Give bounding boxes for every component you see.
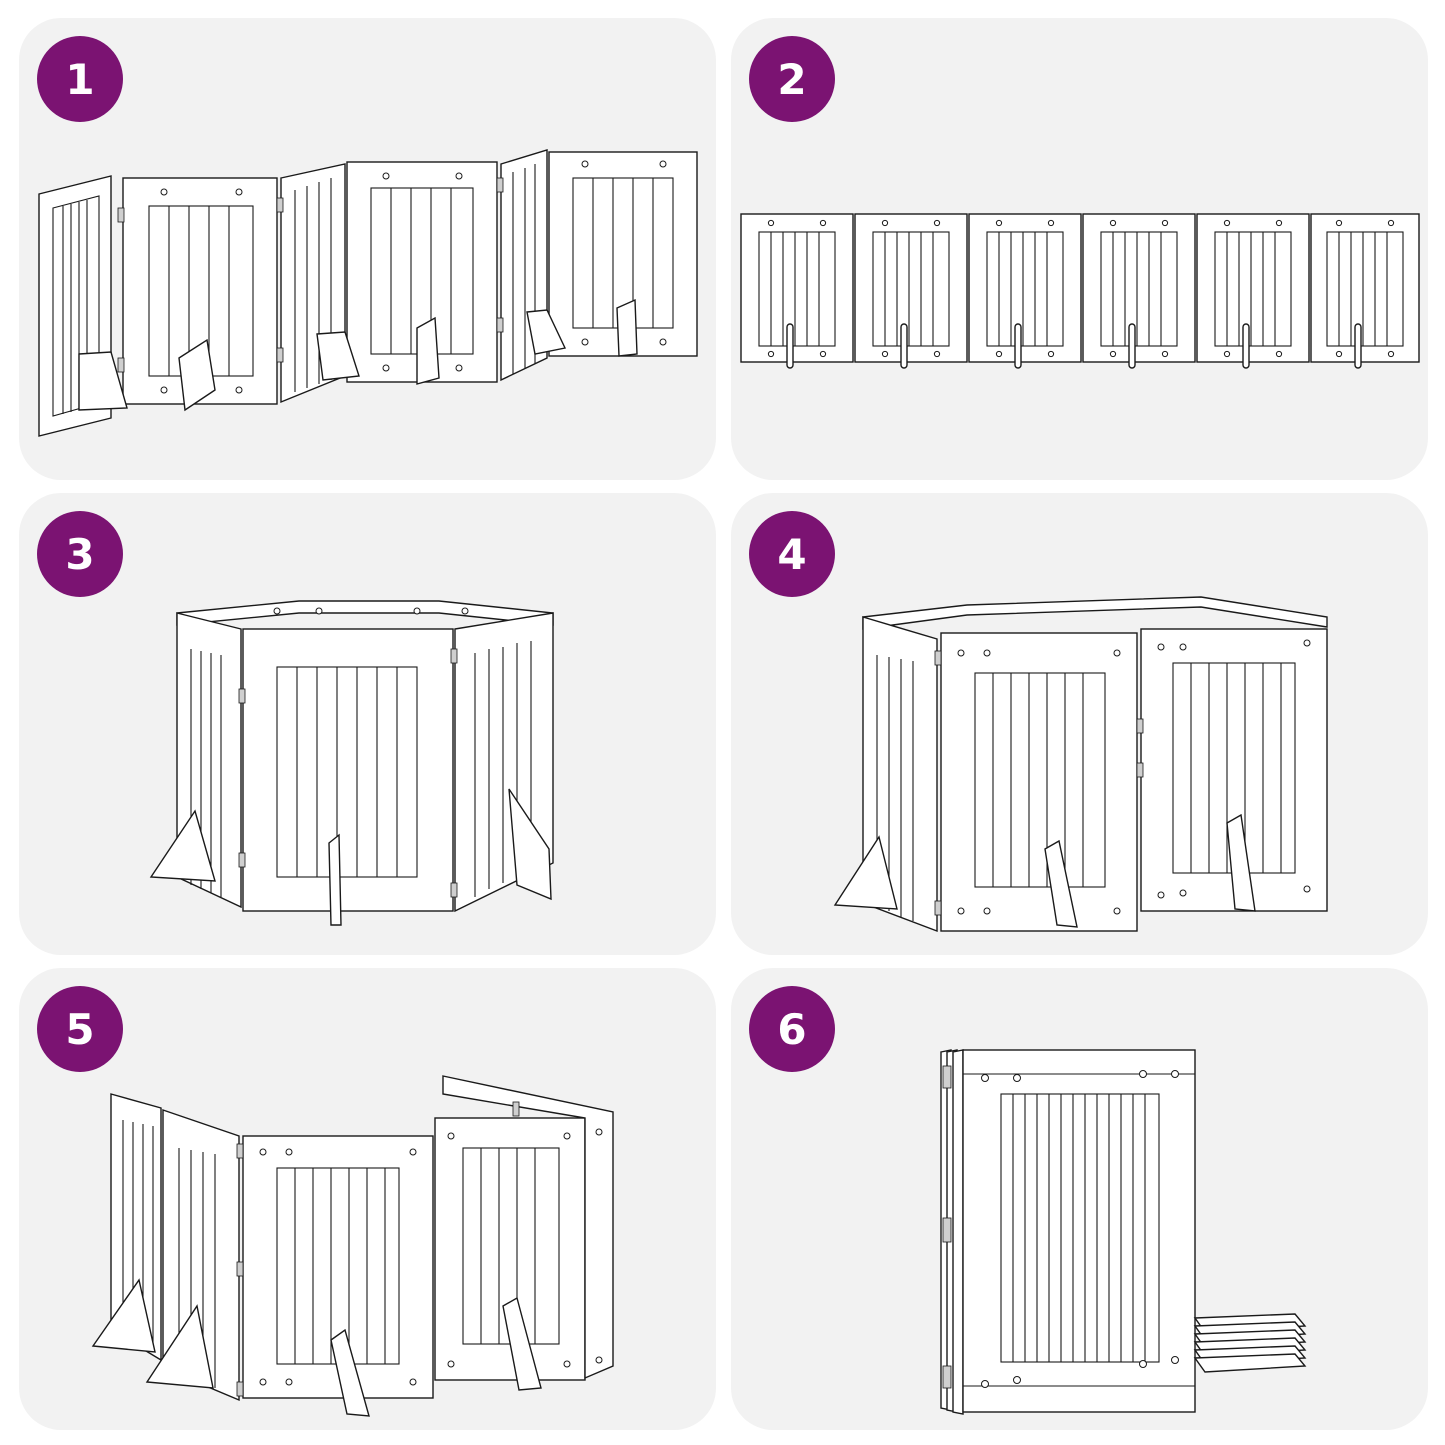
step-panel-3: 3 — [19, 493, 716, 955]
step-panel-2: 2 — [731, 18, 1428, 480]
step-panel-6: 6 — [731, 968, 1428, 1430]
step-number-badge: 5 — [37, 986, 123, 1072]
rectangle-playpen-icon — [833, 596, 1328, 933]
folded-zigzag-fence-icon — [38, 149, 698, 437]
step-number-badge: 6 — [749, 986, 835, 1072]
u-shaped-fence-icon — [91, 1075, 614, 1417]
step-number-badge: 3 — [37, 511, 123, 597]
flat-unfolded-fence-icon — [740, 213, 1420, 369]
step-panel-1: 1 — [19, 18, 716, 480]
step-panel-5: 5 — [19, 968, 716, 1430]
hexagon-playpen-icon — [149, 600, 554, 926]
step-panel-4: 4 — [731, 493, 1428, 955]
step-number-badge: 1 — [37, 36, 123, 122]
collapsed-fence-stack-icon — [940, 1049, 1307, 1415]
step-number-badge: 2 — [749, 36, 835, 122]
step-number-badge: 4 — [749, 511, 835, 597]
